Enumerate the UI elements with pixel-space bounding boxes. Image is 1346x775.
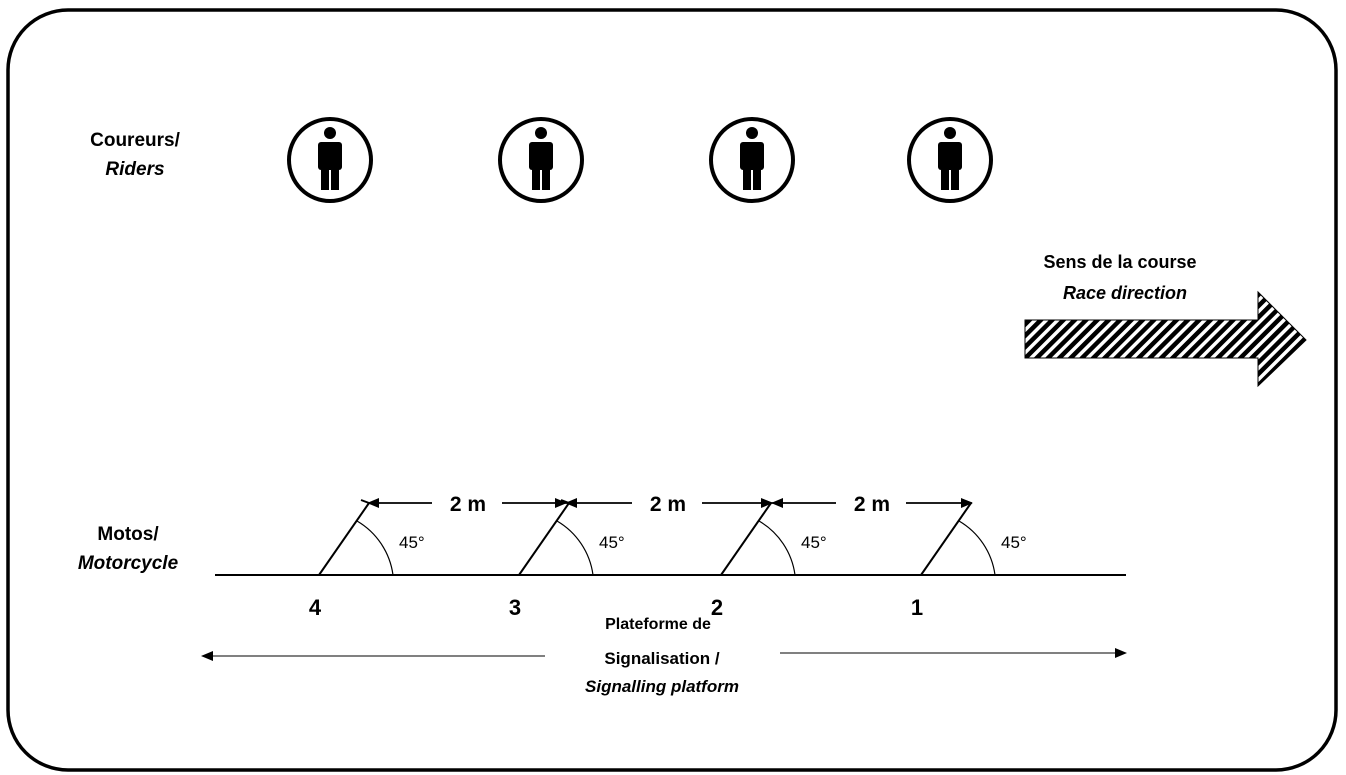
platform-label-line3: Signalling platform (585, 677, 739, 696)
motorcycle-number: 2 (711, 595, 723, 620)
motos-label-en: Motorcycle (78, 553, 179, 574)
angle-label: 45° (801, 533, 827, 552)
riders-label-en: Riders (105, 159, 164, 180)
rider-icon (287, 117, 373, 203)
race-direction-arrow-icon (1024, 290, 1307, 388)
riders-label-fr: Coureurs/ (90, 130, 180, 151)
spacing-label: 2 m (854, 493, 890, 516)
motorcycle-number: 1 (911, 595, 923, 620)
direction-label-fr: Sens de la course (1043, 252, 1196, 272)
motos-label-fr: Motos/ (97, 524, 159, 545)
rider-icon (709, 117, 795, 203)
spacing-dimension: 2 m (565, 493, 773, 516)
rider-icon (498, 117, 584, 203)
motorcycle-marker: 45° 3 (509, 499, 625, 620)
spacing-label: 2 m (450, 493, 486, 516)
motorcycles-row: 45° 4 45° 3 45° 2 45° 1 2 m 2 m 2 m (309, 493, 1027, 620)
motorcycle-number: 4 (309, 595, 322, 620)
angle-label: 45° (1001, 533, 1027, 552)
motorcycle-marker: 45° 4 (309, 499, 425, 620)
platform-label-line2: Signalisation / (604, 649, 720, 668)
direction-label-en: Race direction (1063, 283, 1187, 303)
spacing-dimension: 2 m (367, 493, 567, 516)
rider-icon (907, 117, 993, 203)
spacing-label: 2 m (650, 493, 686, 516)
motorcycle-marker: 45° 1 (911, 499, 1027, 620)
motorcycle-marker: 45° 2 (711, 499, 827, 620)
riders-row (287, 117, 993, 203)
angle-label: 45° (399, 533, 425, 552)
diagram-frame (6, 8, 1338, 772)
motorcycle-number: 3 (509, 595, 521, 620)
spacing-dimension: 2 m (771, 493, 973, 516)
angle-label: 45° (599, 533, 625, 552)
platform-label-line1: Plateforme de (605, 616, 711, 633)
